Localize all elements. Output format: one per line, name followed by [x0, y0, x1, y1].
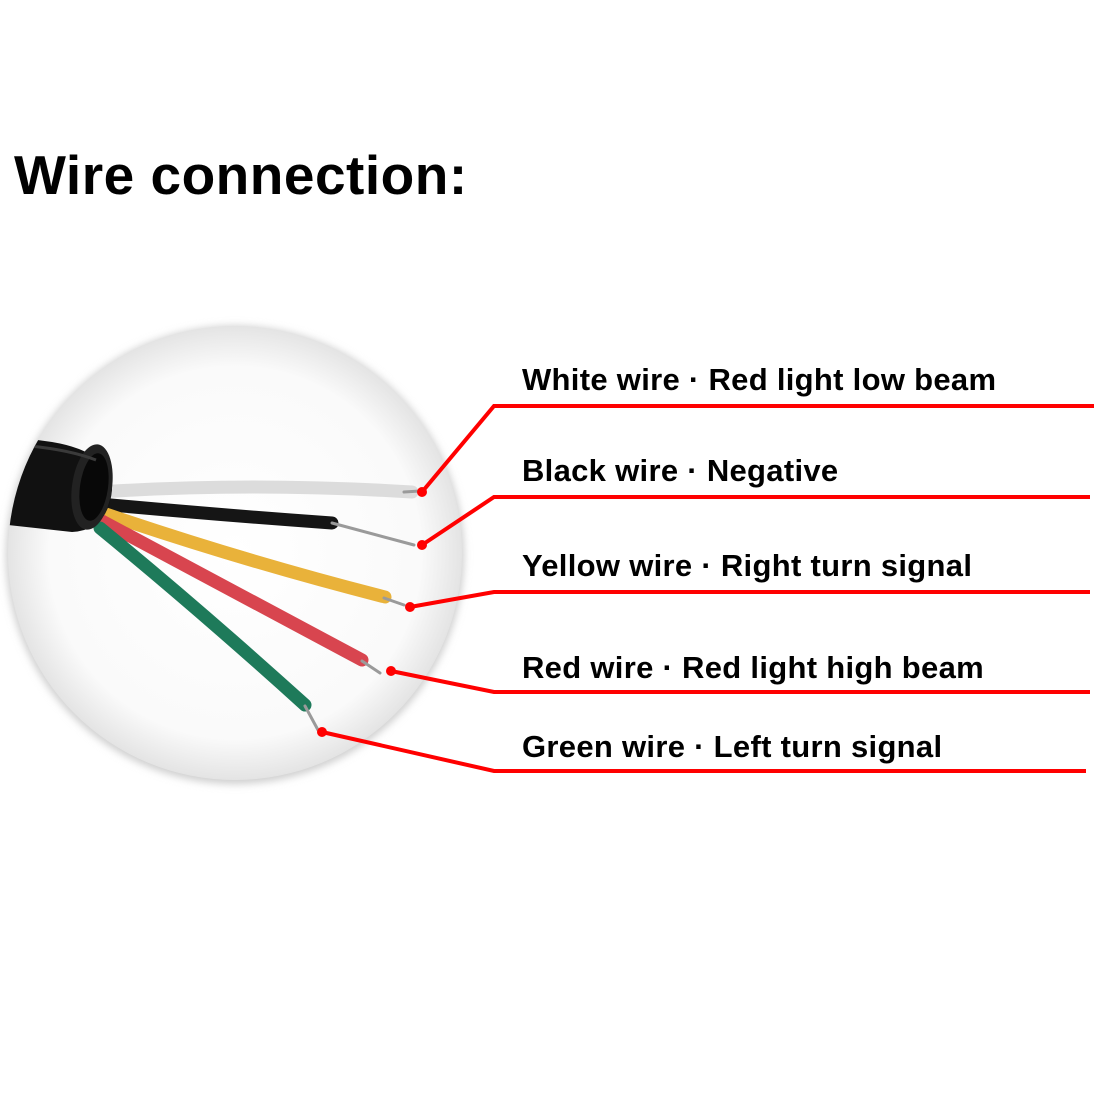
green-leader-line — [321, 730, 1086, 773]
cable-jacket — [8, 432, 113, 532]
black-wire-label: Black wire · Negative — [522, 453, 839, 488]
black-wire — [93, 497, 339, 530]
red-leader-dot — [386, 666, 396, 676]
red-wire-label: Red wire · Red light high beam — [522, 650, 984, 685]
black-leader-dot — [417, 540, 427, 550]
leader-lines — [317, 404, 1094, 773]
red-wire-tip — [360, 659, 382, 675]
white-leader-line — [420, 404, 1094, 494]
yellow-wire-tip — [382, 596, 406, 607]
white-leader-dot — [417, 487, 427, 497]
black-wire-tip — [330, 521, 416, 547]
yellow-wire — [93, 505, 392, 604]
white-wire — [93, 480, 419, 499]
yellow-leader-dot — [405, 602, 415, 612]
black-leader-line — [420, 495, 1090, 547]
green-leader-dot — [317, 727, 327, 737]
green-wire-label: Green wire · Left turn signal — [522, 729, 943, 764]
wire-strands — [93, 480, 422, 732]
red-wire — [93, 513, 369, 667]
red-leader-line — [390, 669, 1090, 694]
green-wire — [93, 521, 312, 712]
white-wire-label: White wire · Red light low beam — [522, 362, 997, 397]
green-wire-tip — [303, 704, 320, 732]
page-title: Wire connection: — [14, 144, 468, 206]
yellow-wire-label: Yellow wire · Right turn signal — [522, 548, 973, 583]
yellow-leader-line — [409, 590, 1090, 609]
